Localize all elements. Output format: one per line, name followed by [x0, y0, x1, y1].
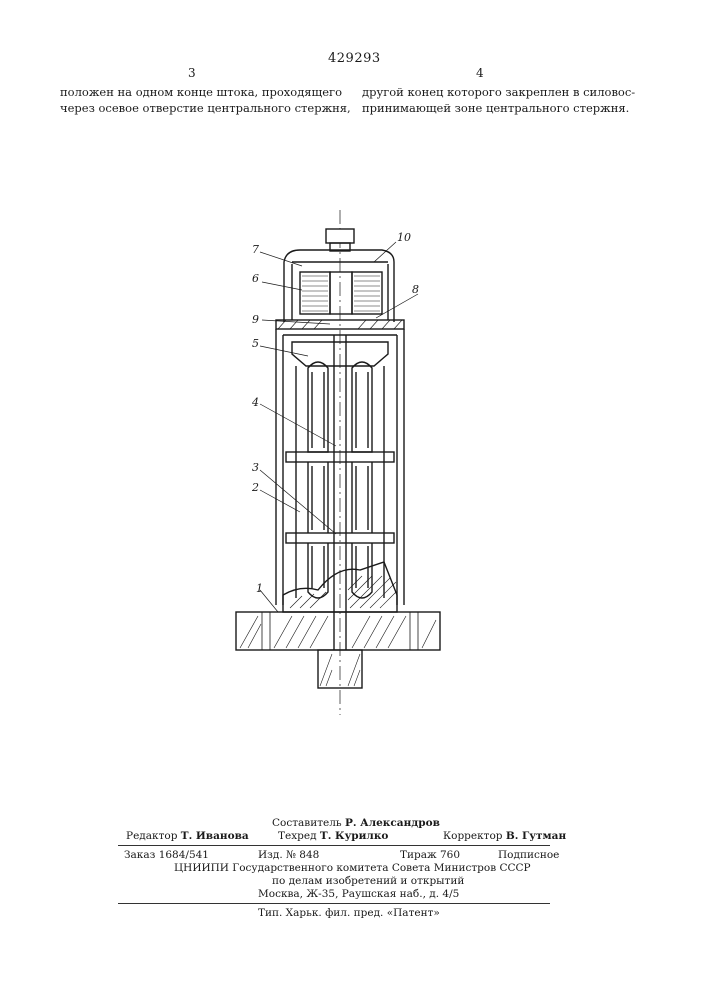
institute-line-1: ЦНИИПИ Государственного комитета Совета …	[174, 862, 531, 875]
editor-line: Редактор Т. Иванова	[126, 830, 249, 843]
corrector-name: В. Гутман	[506, 830, 566, 842]
imprint-divider-bottom	[118, 903, 550, 904]
techred-line: Техред Т. Курилко	[278, 830, 388, 843]
label-8: 8	[412, 283, 419, 296]
printer-line: Тип. Харьк. фил. пред. «Патент»	[258, 907, 440, 920]
label-6: 6	[252, 272, 259, 285]
label-5: 5	[252, 337, 259, 350]
compiler-label: Составитель	[272, 817, 342, 829]
compiler-line: Составитель Р. Александров	[272, 817, 440, 830]
editor-label: Редактор	[126, 830, 177, 842]
label-10: 10	[397, 231, 411, 244]
label-4: 4	[252, 396, 259, 409]
label-3: 3	[252, 461, 259, 474]
edition-number: Изд. № 848	[258, 849, 319, 862]
circulation: Тираж 760	[400, 849, 460, 862]
institute-line-2: по делам изобретений и открытий	[272, 875, 464, 888]
order-number: Заказ 1684/541	[124, 849, 209, 862]
compiler-name: Р. Александров	[345, 817, 440, 829]
corrector-line: Корректор В. Гутман	[443, 830, 566, 843]
label-1: 1	[256, 582, 263, 595]
label-9: 9	[252, 313, 259, 326]
techred-name: Т. Курилко	[320, 830, 389, 842]
institute-line-3: Москва, Ж-35, Раушская наб., д. 4/5	[258, 888, 459, 901]
label-7: 7	[252, 243, 259, 256]
corrector-label: Корректор	[443, 830, 503, 842]
editor-name: Т. Иванова	[181, 830, 249, 842]
subscription: Подписное	[498, 849, 559, 862]
imprint-divider-top	[118, 845, 550, 846]
techred-label: Техред	[278, 830, 317, 842]
label-2: 2	[252, 481, 259, 494]
